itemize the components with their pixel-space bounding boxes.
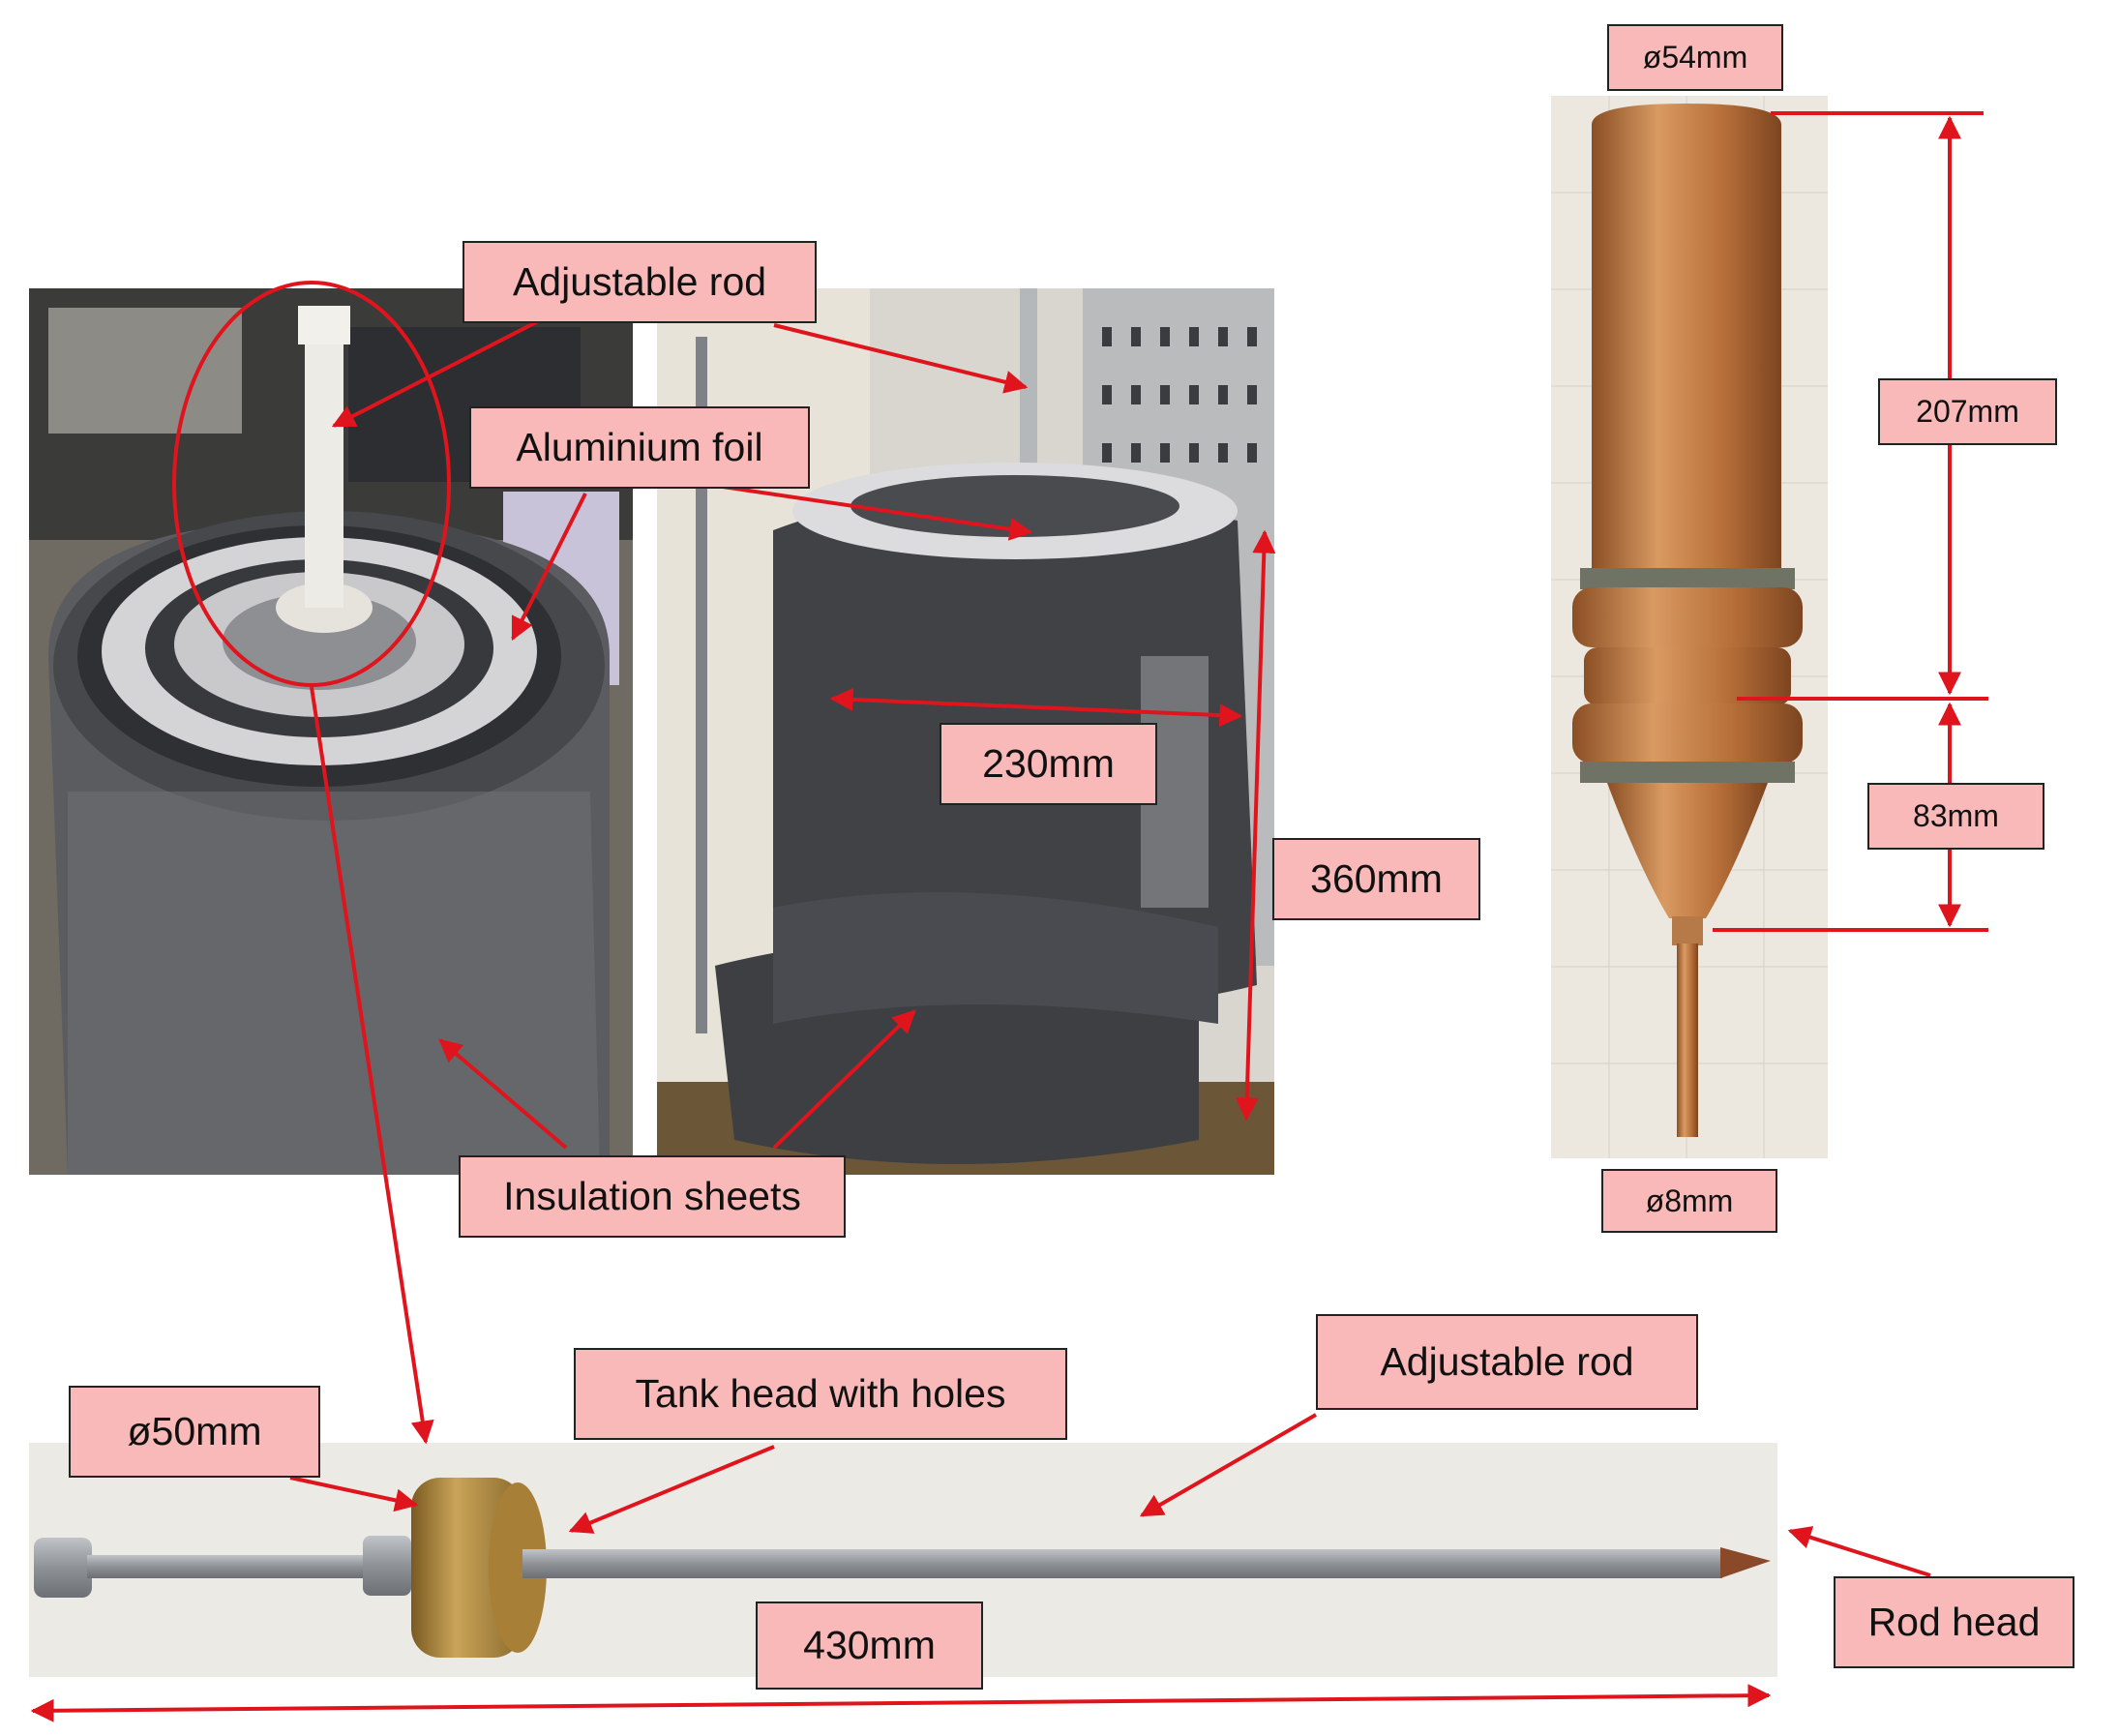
arrow-adjrod-left [331, 317, 543, 428]
arrow-tank-head [568, 1445, 775, 1534]
label-adjustable-rod-top: Adjustable rod [463, 241, 817, 323]
arrow-adjrod-bottom [1139, 1413, 1318, 1517]
arrow-foil-right [715, 484, 1033, 541]
arrow-230mm [829, 687, 1243, 728]
label-230mm: 230mm [940, 723, 1157, 805]
label-tank-head-with-holes: Tank head with holes [574, 1348, 1067, 1440]
arrow-rod-head [1787, 1526, 1931, 1577]
arrow-foil-left [511, 493, 587, 642]
label-360mm: 360mm [1272, 838, 1480, 920]
arrow-insulation-left [438, 1038, 568, 1150]
arrow-50mm [289, 1476, 419, 1512]
copper-tank-illustration [1551, 96, 1828, 1158]
label-dia-50mm: ø50mm [69, 1386, 320, 1478]
label-dia-54mm: ø54mm [1607, 24, 1783, 91]
arrow-430mm [30, 1684, 1772, 1722]
label-aluminium-foil: Aluminium foil [469, 406, 810, 489]
label-83mm: 83mm [1867, 783, 2044, 850]
arrow-360mm [1235, 529, 1276, 1122]
arrow-adjrod-right [773, 323, 1029, 394]
label-dia-8mm: ø8mm [1601, 1169, 1777, 1233]
arrow-insulation-right [772, 1009, 916, 1150]
label-207mm: 207mm [1878, 378, 2057, 445]
highlight-ellipse [172, 281, 451, 687]
label-insulation-sheets: Insulation sheets [459, 1155, 846, 1238]
line-link-top-to-rod [310, 686, 434, 1445]
label-rod-head: Rod head [1834, 1576, 2074, 1668]
label-adjustable-rod-bottom: Adjustable rod [1316, 1314, 1698, 1410]
photo-copper-tank [1551, 96, 1828, 1158]
label-430mm: 430mm [756, 1601, 983, 1690]
